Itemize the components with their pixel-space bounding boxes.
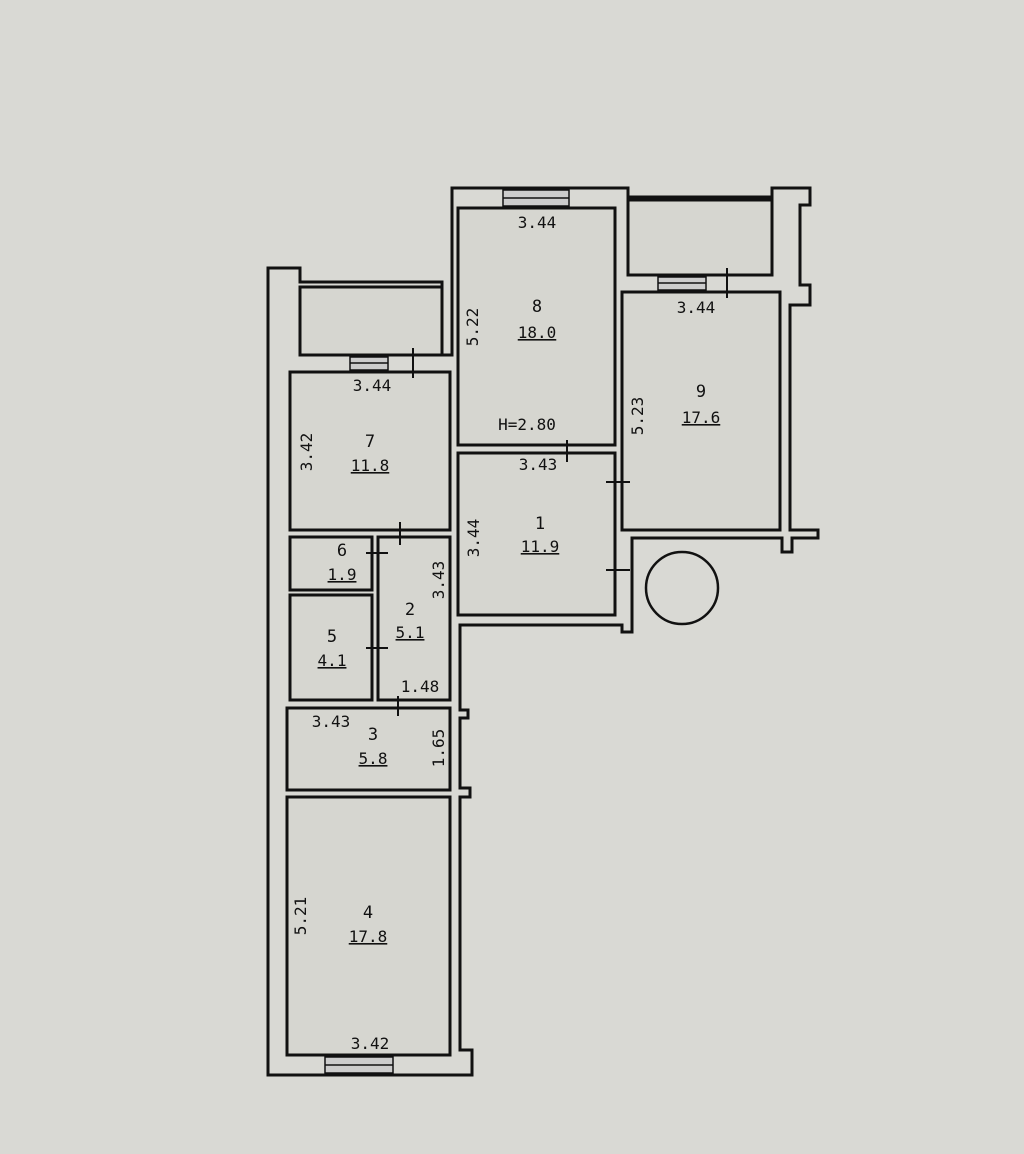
room-1-number: 1 xyxy=(535,514,545,534)
room-1-area: 11.9 xyxy=(521,537,560,556)
room-7 xyxy=(288,370,452,532)
room-3-length: 1.65 xyxy=(429,729,448,768)
room-9-width: 3.44 xyxy=(677,298,716,317)
room-9 xyxy=(620,290,782,532)
room-7-number: 7 xyxy=(365,432,375,452)
room-2-number: 2 xyxy=(405,600,415,620)
room-6-area: 1.9 xyxy=(328,565,357,584)
room-4 xyxy=(285,795,452,1057)
room-8-length: 5.22 xyxy=(463,308,482,347)
room-3-number: 3 xyxy=(368,725,378,745)
room-4-area: 17.8 xyxy=(349,927,388,946)
room-1 xyxy=(456,451,617,617)
room-5-number: 5 xyxy=(327,627,337,647)
room-2-area: 5.1 xyxy=(396,623,425,642)
room-7-width: 3.44 xyxy=(353,376,392,395)
room-2-length: 3.43 xyxy=(429,561,448,600)
balcony-left xyxy=(298,285,444,357)
room-6 xyxy=(288,535,374,592)
room-8-width: 3.44 xyxy=(518,213,557,232)
room-6-number: 6 xyxy=(337,541,347,561)
room-9-length: 5.23 xyxy=(628,397,647,436)
room-1-length: 3.44 xyxy=(464,519,483,558)
column-circle xyxy=(644,550,720,626)
room-5-area: 4.1 xyxy=(318,651,347,670)
room-9-area: 17.6 xyxy=(682,408,721,427)
outer-walls xyxy=(266,186,820,1077)
ceiling-height: H=2.80 xyxy=(498,415,556,434)
windows xyxy=(324,189,707,1074)
room-3-width: 3.43 xyxy=(312,712,351,731)
door-marks xyxy=(366,268,728,716)
room-2 xyxy=(376,535,452,702)
room-4-length: 5.21 xyxy=(291,897,310,936)
room-8-area: 18.0 xyxy=(518,323,557,342)
room-1-width: 3.43 xyxy=(519,455,558,474)
room-5 xyxy=(288,593,374,702)
room-9-number: 9 xyxy=(696,382,706,402)
room-3-area: 5.8 xyxy=(359,749,388,768)
room-7-length: 3.42 xyxy=(297,433,316,472)
room-4-width: 3.42 xyxy=(351,1034,390,1053)
room-8-number: 8 xyxy=(532,297,542,317)
room-2-width: 1.48 xyxy=(401,677,440,696)
balcony-right xyxy=(626,198,774,277)
room-4-number: 4 xyxy=(363,903,373,923)
room-8 xyxy=(456,206,617,447)
room-3 xyxy=(285,706,452,792)
room-7-area: 11.8 xyxy=(351,456,390,475)
